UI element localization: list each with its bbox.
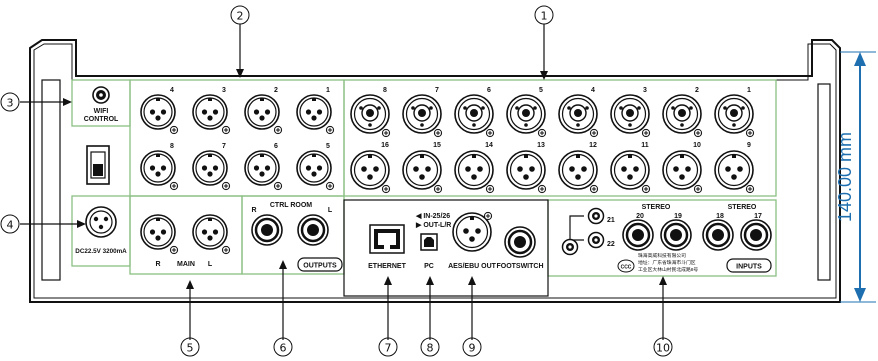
callout-2: 2 [237,10,244,23]
power-switch[interactable] [86,145,110,185]
stereo-left-title: STEREO [642,204,671,211]
usb-out-label: ▶ OUT-L/R [415,222,451,229]
aes-ebu-label: AES/EBU OUT [448,263,497,270]
xlr-top-label: 4 [170,87,174,94]
callout-10: 10 [656,342,670,355]
combo-top-label: 2 [695,87,699,94]
callout-circles [0,5,673,357]
xlr-mid-label: 5 [326,143,330,150]
stereo-jack-20[interactable] [621,218,655,252]
callout-4: 4 [7,219,14,232]
callout-1: 1 [541,10,548,23]
outputs-badge-text: OUTPUTS [303,263,337,270]
cert-line-1: 珠海高威科技有限公司 [638,252,686,259]
combo-top-label: 4 [591,87,595,94]
combo-top-label: 3 [643,87,647,94]
cert-line-3: 工业区大林山村民北成路8号 [638,266,698,273]
chassis-inner [33,43,837,299]
wifi-label: WIFI [94,108,109,115]
callout-7: 7 [385,342,392,355]
inputs-badge-text: INPUTS [736,264,762,271]
xlr-mid-label: 8 [170,143,174,150]
combo-bottom-label: 10 [693,142,701,149]
callout-3: 3 [7,97,14,110]
power-connector[interactable] [85,206,117,238]
stereo-jack-19[interactable] [659,218,693,252]
combo-top-label: 1 [747,87,751,94]
footswitch-jack[interactable] [503,225,537,259]
combo-top-label: 7 [435,87,439,94]
ctrl-room-l-jack[interactable] [296,213,330,247]
xlr-mid-label: 6 [274,143,278,150]
ctrl-room-title: CTRL ROOM [270,202,312,209]
ccc-mark: CCC [617,259,635,273]
xlr-top-label: 3 [222,87,226,94]
combo-top-label: 6 [487,87,491,94]
svg-text:CCC: CCC [621,265,632,271]
rca-21-label: 21 [607,217,615,224]
main-title: MAIN [177,261,195,268]
cert-line-2: 地址：广东省珠海市斗门区 [638,259,696,266]
callout-8: 8 [427,342,434,355]
combo-bottom-label: 15 [433,142,441,149]
footswitch-label: FOOTSWITCH [496,263,543,270]
combo-bottom-label: 11 [641,142,649,149]
stereo-jack-17[interactable] [739,218,773,252]
stereo-right-title: STEREO [728,204,757,211]
rca-left[interactable] [561,238,579,256]
wifi-button[interactable] [92,86,110,104]
stereo-jack-label: 17 [754,213,762,220]
xlr-top-label: 1 [326,87,330,94]
dimension-label: 140.00 mm [835,132,855,222]
inputs-badge [726,258,772,273]
callout-9: 9 [469,342,476,355]
combo-bottom-label: 9 [747,142,751,149]
main-r-label: R [155,261,160,268]
rca-21[interactable] [587,207,605,225]
rca-22[interactable] [587,231,605,249]
combo-bottom-label: 12 [589,142,597,149]
callout-6: 6 [280,342,287,355]
stereo-jack-label: 18 [716,213,724,220]
ctrl-room-r-jack[interactable] [250,213,284,247]
main-l-label: L [208,261,213,268]
ethernet-label: ETHERNET [368,263,406,270]
ethernet-port[interactable] [369,224,405,254]
rca-22-label: 22 [607,241,615,248]
aes-ebu-out[interactable] [452,211,493,252]
combo-bottom-label: 16 [381,142,389,149]
stereo-jack-label: 20 [636,213,644,220]
xlr-top-label: 2 [274,87,278,94]
digital-section [343,199,549,297]
combo-top-label: 8 [383,87,387,94]
usb-port[interactable] [420,233,438,251]
combo-bottom-label: 14 [485,142,493,149]
usb-label: PC [424,263,434,270]
combo-input-section [343,79,777,197]
ctrl-room-l-label: L [328,207,333,214]
wifi-control-label: CONTROL [84,116,119,123]
ctrl-room-r-label: R [251,207,256,214]
stereo-jack-18[interactable] [701,218,735,252]
power-label: DC22.5V 3200mA [75,248,127,255]
outputs-badge [297,257,343,272]
stereo-jack-label: 19 [674,213,682,220]
usb-in-label: ◀ IN-25/26 [415,213,450,220]
combo-bottom-label: 13 [537,142,545,149]
dimension-marker [840,51,876,303]
combo-top-label: 5 [539,87,543,94]
callout-5: 5 [187,342,194,355]
xlr-mid-label: 7 [222,143,226,150]
